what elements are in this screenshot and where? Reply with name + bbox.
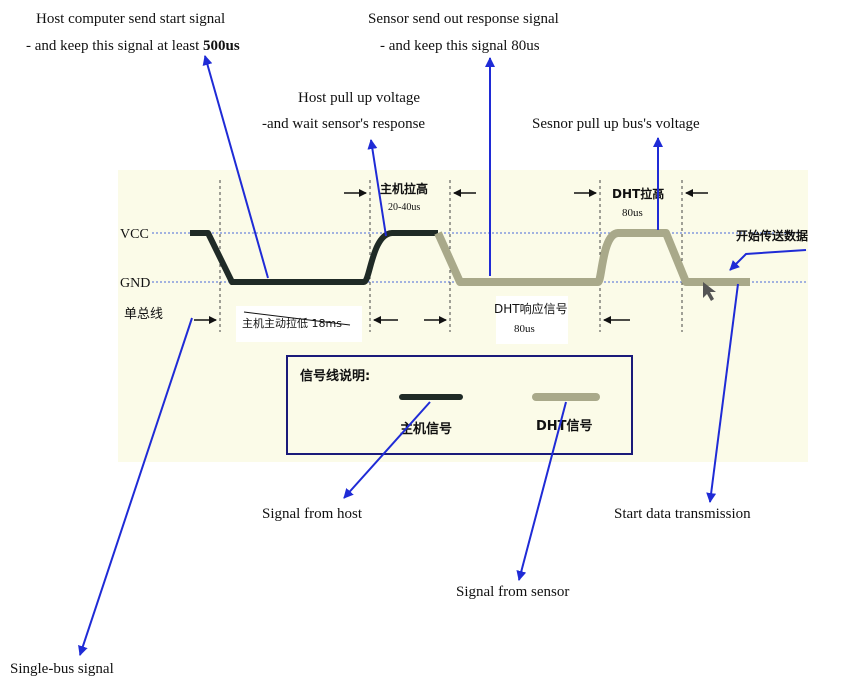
dht-signal-waveform — [434, 229, 750, 286]
sensor-response-line1: Sensor send out response signal — [368, 11, 559, 27]
arrow-single-bus — [78, 317, 193, 656]
timing-markers — [219, 180, 683, 332]
start-tx-label: 开始传送数据 — [736, 228, 808, 243]
dht-response-label-bg — [496, 296, 568, 344]
dht-high-label: DHT拉高 — [612, 186, 664, 201]
arrow-start-data — [706, 283, 739, 503]
host-low-label: 主机主动拉低 18ms — [242, 316, 342, 330]
host-pullup-line1: Host pull up voltage — [298, 90, 420, 106]
vcc-label: VCC — [120, 227, 149, 242]
legend-dht-label: DHT信号 — [536, 418, 593, 434]
arrow-host-pullup — [367, 139, 387, 237]
legend-box — [286, 355, 633, 455]
arrow-host-start — [202, 55, 269, 279]
mouse-cursor-icon — [703, 282, 716, 301]
start-data-label: Start data transmission — [614, 506, 751, 522]
arrow-signal-from-sensor — [516, 401, 567, 581]
dht-high-time-label: 80us — [622, 207, 643, 219]
arrow-signal-from-host — [343, 401, 431, 499]
host-high-label: 主机拉高 — [380, 181, 428, 196]
host-signal-waveform — [190, 230, 438, 285]
interval-arrows — [194, 189, 708, 324]
single-bus-label: 单总线 — [124, 307, 163, 322]
host-start-duration: 500us — [203, 38, 240, 54]
signal-from-host-label: Signal from host — [262, 506, 363, 522]
gnd-label: GND — [120, 276, 150, 291]
annotation-arrows — [78, 55, 807, 656]
single-bus-signal-label: Single-bus signal — [10, 661, 114, 677]
legend-title: 信号线说明: — [300, 368, 370, 384]
legend-host-label: 主机信号 — [400, 421, 452, 437]
host-low-strike — [243, 311, 351, 326]
host-pullup-line2: -and wait sensor's response — [262, 116, 425, 132]
signal-from-sensor-label: Signal from sensor — [456, 584, 569, 600]
host-start-line2: - and keep this signal at least 500us — [26, 38, 240, 54]
host-high-time-label: 20-40us — [388, 202, 420, 213]
dht-response-time-label: 80us — [514, 323, 535, 335]
sensor-pullup-label: Sesnor pull up bus's voltage — [532, 116, 700, 132]
sensor-response-line2: - and keep this signal 80us — [380, 38, 540, 54]
host-start-line2-prefix: - and keep this signal at least — [26, 38, 203, 54]
arrow-start-tx-label — [729, 249, 807, 271]
host-start-line1: Host computer send start signal — [36, 11, 225, 27]
dht-response-label: DHT响应信号 — [494, 301, 568, 316]
